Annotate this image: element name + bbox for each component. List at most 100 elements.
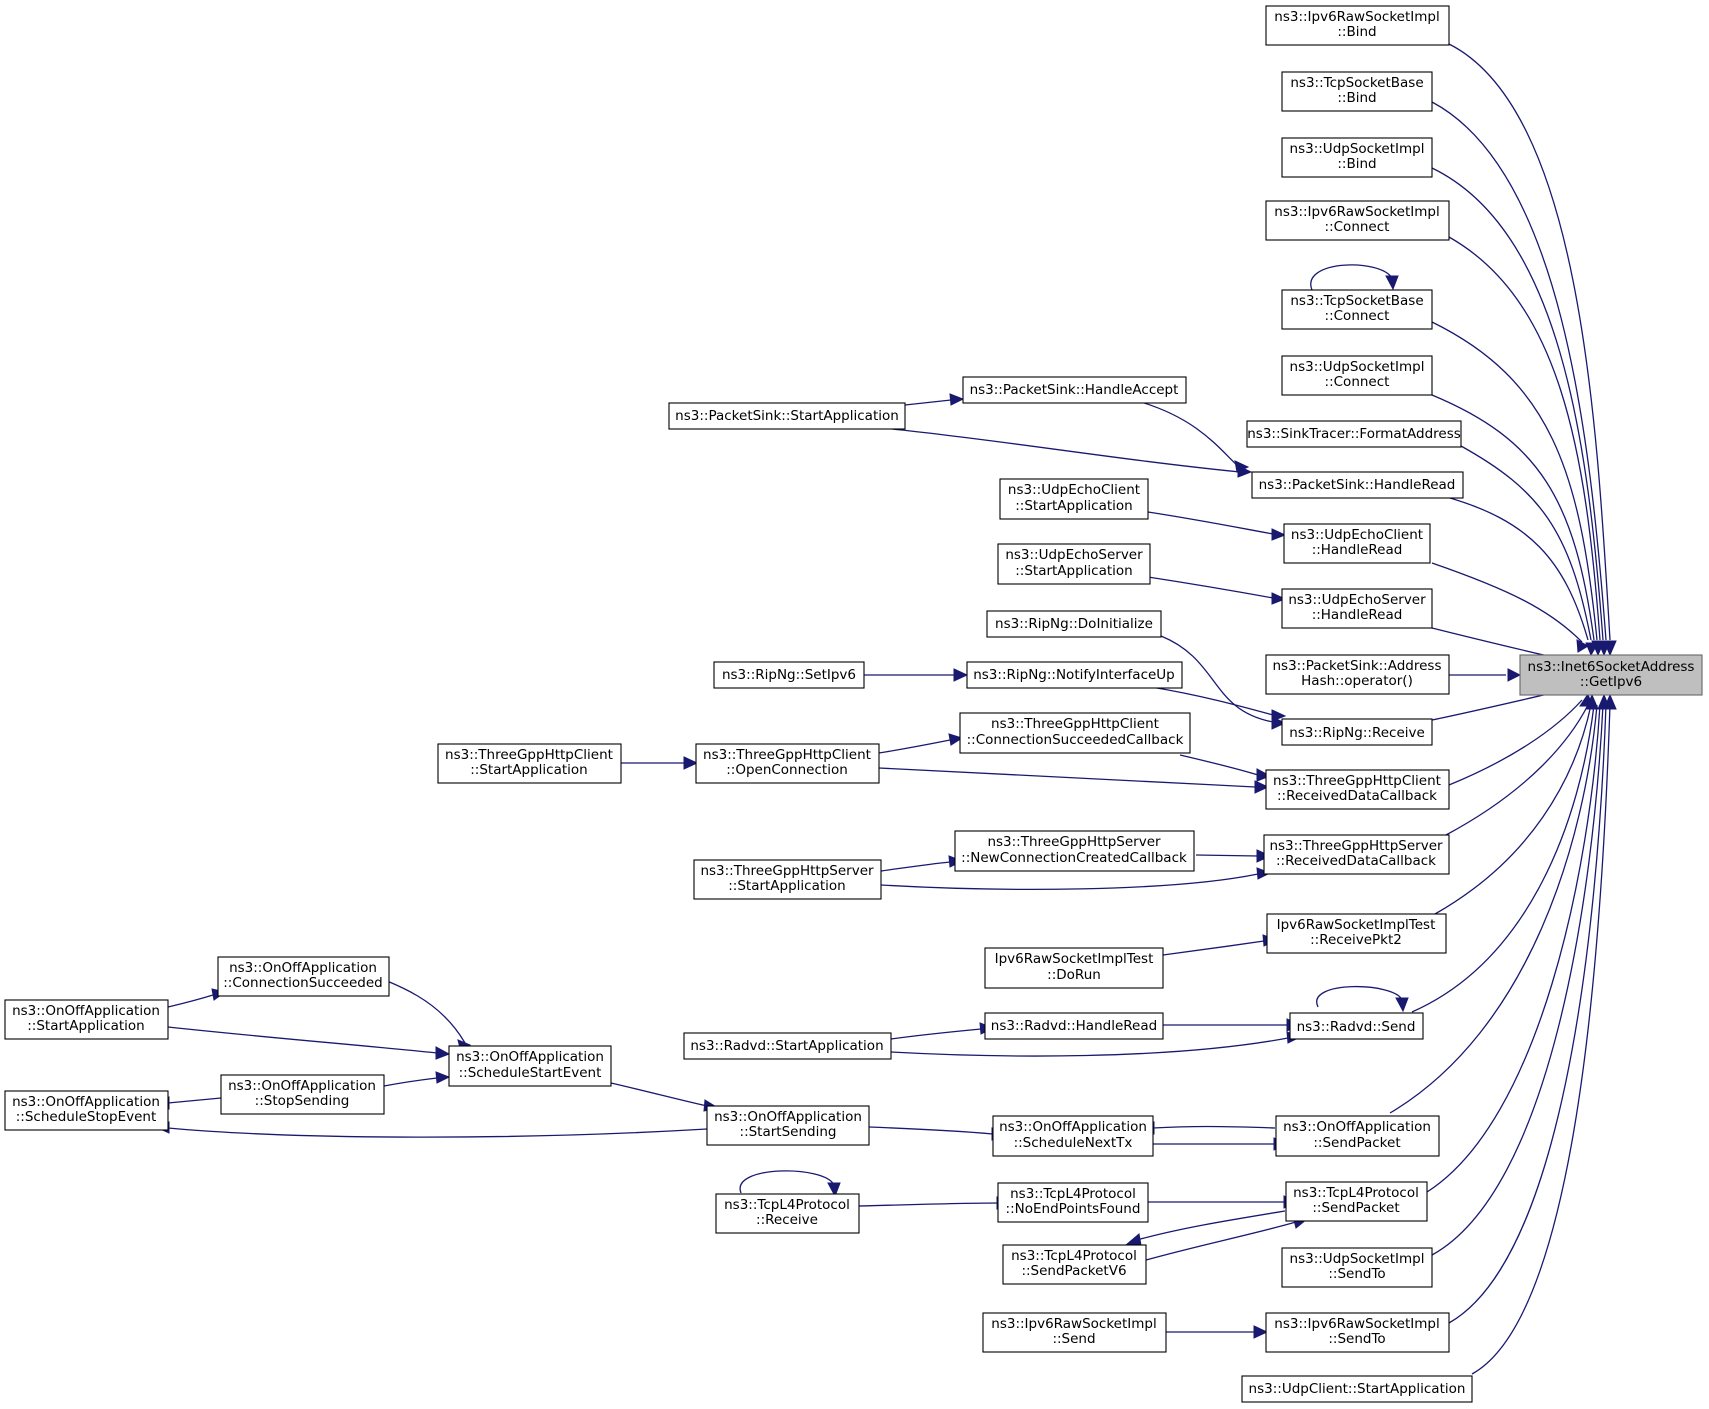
node-label: ns3::PacketSink::HandleAccept: [970, 382, 1179, 398]
node-label: ::NoEndPointsFound: [1006, 1201, 1141, 1217]
edge-udpclient-to-target: [1471, 704, 1611, 1375]
node-label: ::Send: [1052, 1331, 1095, 1347]
node-onoff-sendpacket[interactable]: ns3::OnOffApplication ::SendPacket: [1275, 1115, 1440, 1157]
edge-ipv6rawtest-dorun-to-recv: [1162, 940, 1265, 956]
edge-ipv6raw-bind-to-target: [1448, 43, 1611, 641]
node-onoff-startapplication[interactable]: ns3::OnOffApplication ::StartApplication: [4, 999, 169, 1040]
node-label: ::SendTo: [1328, 1331, 1385, 1347]
node-tcpl4-receive[interactable]: ns3::TcpL4Protocol ::Receive: [715, 1193, 860, 1234]
arrowhead: [948, 733, 964, 746]
node-packetsink-handleread[interactable]: ns3::PacketSink::HandleRead: [1251, 471, 1464, 499]
node-udpclient-startapplication[interactable]: ns3::UdpClient::StartApplication: [1241, 1375, 1473, 1403]
node-tgclient-connectionsucceededcallback[interactable]: ns3::ThreeGppHttpClient ::ConnectionSucc…: [959, 712, 1191, 754]
edge-packetsink-start-to-handleread: [891, 428, 1241, 473]
node-tcpbase-connect[interactable]: ns3::TcpSocketBase ::Connect: [1281, 289, 1433, 330]
node-tcpl4-noendpointsfound[interactable]: ns3::TcpL4Protocol ::NoEndPointsFound: [997, 1182, 1149, 1223]
node-tcpbase-bind[interactable]: ns3::TcpSocketBase ::Bind: [1281, 71, 1433, 112]
node-onoff-connectionsucceeded[interactable]: ns3::OnOffApplication ::ConnectionSuccee…: [217, 956, 390, 997]
node-ripng-notifyinterfaceup[interactable]: ns3::RipNg::NotifyInterfaceUp: [966, 661, 1183, 689]
node-ipv6raw-send[interactable]: ns3::Ipv6RawSocketImpl ::Send: [982, 1312, 1167, 1353]
node-label: ns3::TcpL4Protocol: [1010, 1186, 1136, 1202]
node-udpechoserver-handleread[interactable]: ns3::UdpEchoServer ::HandleRead: [1281, 588, 1433, 629]
node-udpechoclient-handleread[interactable]: ns3::UdpEchoClient ::HandleRead: [1283, 523, 1431, 564]
arrowhead: [827, 1182, 841, 1198]
edge-tcpl4-receive-to-noend: [858, 1202, 999, 1207]
node-label: ::GetIpv6: [1580, 674, 1642, 690]
edge-ipv6rawtest-recv-to-target: [1434, 704, 1592, 915]
node-radvd-startapplication[interactable]: ns3::Radvd::StartApplication: [683, 1032, 892, 1060]
node-tgclient-startapplication[interactable]: ns3::ThreeGppHttpClient ::StartApplicati…: [437, 743, 622, 784]
node-udpsock-connect[interactable]: ns3::UdpSocketImpl ::Connect: [1281, 355, 1433, 396]
node-sinktracer-formataddress[interactable]: ns3::SinkTracer::FormatAddress: [1246, 420, 1462, 448]
node-ipv6rawtest-dorun[interactable]: Ipv6RawSocketImplTest ::DoRun: [984, 947, 1164, 989]
edge-onoff-sendpacket-to-schednext: [1152, 1125, 1276, 1129]
node-onoff-stopsending[interactable]: ns3::OnOffApplication ::StopSending: [220, 1074, 385, 1115]
node-label: ns3::Radvd::StartApplication: [690, 1038, 883, 1054]
node-radvd-send[interactable]: ns3::Radvd::Send: [1289, 1012, 1424, 1040]
node-packetsink-addresshash[interactable]: ns3::PacketSink::Address Hash::operator(…: [1265, 654, 1450, 695]
node-label: ns3::OnOffApplication: [12, 1003, 160, 1019]
node-onoff-schedulestopevent[interactable]: ns3::OnOffApplication ::ScheduleStopEven…: [4, 1090, 169, 1131]
node-ipv6rawtest-receivepkt2[interactable]: Ipv6RawSocketImplTest ::ReceivePkt2: [1266, 913, 1447, 954]
edge-onoff-sendpacket-to-target: [1389, 704, 1598, 1114]
edge-tgclient-recv-to-target: [1448, 699, 1583, 786]
node-label: Ipv6RawSocketImplTest: [995, 951, 1154, 967]
node-label: ::HandleRead: [1312, 607, 1403, 623]
edge-udpechoclient-start-to-handleread: [1147, 511, 1274, 535]
node-tgserver-startapplication[interactable]: ns3::ThreeGppHttpServer ::StartApplicati…: [693, 859, 882, 900]
node-label: ::StopSending: [255, 1093, 350, 1109]
node-label: ns3::Radvd::Send: [1297, 1019, 1416, 1035]
node-onoff-schedulenexttx[interactable]: ns3::OnOffApplication ::ScheduleNextTx: [992, 1115, 1154, 1157]
node-onoff-schedulestartevent[interactable]: ns3::OnOffApplication ::ScheduleStartEve…: [448, 1045, 612, 1087]
edge-tcpl4-sendpacket-to-sendpacketv6: [1136, 1210, 1286, 1241]
node-label: ns3::ThreeGppHttpServer: [700, 863, 874, 879]
node-label: ns3::ThreeGppHttpServer: [1269, 838, 1443, 854]
node-label: ns3::Ipv6RawSocketImpl: [991, 1316, 1156, 1332]
node-ripng-doinitialize[interactable]: ns3::RipNg::DoInitialize: [986, 610, 1162, 638]
edge-tcpbase-connect-to-target: [1431, 321, 1598, 641]
edge-onoff-start-to-connsucc: [167, 994, 214, 1008]
node-tgserver-newconnectioncreatedcallback[interactable]: ns3::ThreeGppHttpServer ::NewConnectionC…: [954, 830, 1195, 872]
node-ipv6raw-bind[interactable]: ns3::Ipv6RawSocketImpl ::Bind: [1265, 5, 1450, 46]
node-udpechoserver-startapplication[interactable]: ns3::UdpEchoServer ::StartApplication: [997, 543, 1151, 585]
node-ipv6raw-connect[interactable]: ns3::Ipv6RawSocketImpl ::Connect: [1265, 200, 1450, 241]
node-label: ns3::UdpSocketImpl: [1290, 141, 1425, 157]
node-ripng-receive[interactable]: ns3::RipNg::Receive: [1281, 718, 1433, 746]
node-tgclient-receiveddatacallback[interactable]: ns3::ThreeGppHttpClient ::ReceivedDataCa…: [1265, 769, 1450, 810]
edge-tcpbase-connect-self: [1310, 264, 1393, 291]
node-label: ::Connect: [1325, 374, 1390, 390]
edge-tgclient-connsucc-to-recv: [1179, 754, 1259, 776]
node-label: ::Bind: [1337, 90, 1376, 106]
node-tcpl4-sendpacketv6[interactable]: ns3::TcpL4Protocol ::SendPacketV6: [1002, 1244, 1147, 1285]
arrowhead: [1507, 668, 1522, 682]
node-label: Hash::operator(): [1301, 673, 1413, 689]
node-inet6socketaddress-getipv6[interactable]: ns3::Inet6SocketAddress ::GetIpv6: [1519, 654, 1703, 696]
node-tgclient-openconnection[interactable]: ns3::ThreeGppHttpClient ::OpenConnection: [695, 743, 880, 784]
node-tcpl4-sendpacket[interactable]: ns3::TcpL4Protocol ::SendPacket: [1285, 1181, 1428, 1222]
node-radvd-handleread[interactable]: ns3::Radvd::HandleRead: [984, 1012, 1164, 1040]
node-label: Ipv6RawSocketImplTest: [1277, 917, 1436, 933]
node-label: ::SendPacketV6: [1021, 1263, 1126, 1279]
node-udpsock-sendto[interactable]: ns3::UdpSocketImpl ::SendTo: [1281, 1247, 1433, 1288]
node-label: ::NewConnectionCreatedCallback: [961, 850, 1187, 866]
node-label: ns3::RipNg::SetIpv6: [722, 667, 856, 683]
node-packetsink-startapplication[interactable]: ns3::PacketSink::StartApplication: [668, 402, 906, 430]
node-ipv6raw-sendto[interactable]: ns3::Ipv6RawSocketImpl ::SendTo: [1265, 1312, 1450, 1353]
node-udpechoclient-startapplication[interactable]: ns3::UdpEchoClient ::StartApplication: [999, 478, 1149, 520]
node-label: ns3::RipNg::Receive: [1289, 725, 1425, 741]
node-label: ns3::ThreeGppHttpServer: [987, 834, 1161, 850]
node-ripng-setipv6[interactable]: ns3::RipNg::SetIpv6: [713, 661, 865, 689]
node-tgserver-receiveddatacallback[interactable]: ns3::ThreeGppHttpServer ::ReceivedDataCa…: [1263, 834, 1450, 875]
node-label: ns3::TcpL4Protocol: [724, 1197, 850, 1213]
node-udpsock-bind[interactable]: ns3::UdpSocketImpl ::Bind: [1281, 137, 1433, 178]
arrowhead: [1234, 460, 1250, 473]
edge-packetsink-handleaccept-to-handleread: [1140, 401, 1241, 469]
node-packetsink-handleaccept[interactable]: ns3::PacketSink::HandleAccept: [962, 376, 1187, 404]
node-label: ::ConnectionSucceededCallback: [967, 732, 1184, 748]
edge-radvd-start-to-send: [890, 1037, 1289, 1057]
node-onoff-startsending[interactable]: ns3::OnOffApplication ::StartSending: [706, 1105, 870, 1146]
node-label: ns3::OnOffApplication: [999, 1119, 1147, 1135]
edge-radvd-send-to-target: [1411, 704, 1595, 1013]
edge-tgclient-open-to-connsucc: [878, 739, 951, 754]
node-label: ::Bind: [1337, 24, 1376, 40]
